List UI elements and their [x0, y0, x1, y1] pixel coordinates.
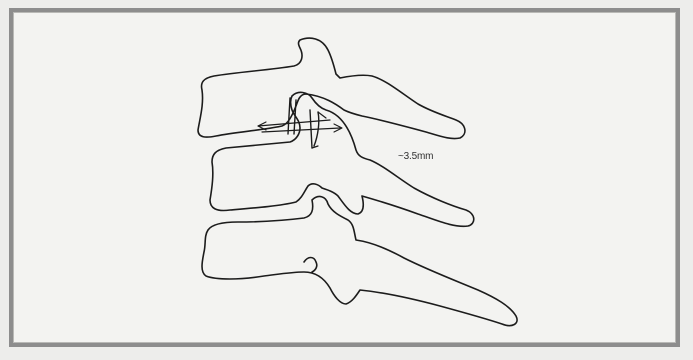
measure-line-right: [294, 100, 296, 134]
lower-vertebra: [202, 197, 517, 326]
endplate-notch: [304, 258, 317, 273]
measure-tick-bottom: [312, 146, 318, 148]
measurement-label: ~3.5mm: [398, 151, 433, 162]
upper-vertebra: [198, 38, 465, 138]
measure-arrow-lower: [262, 128, 340, 132]
measure-line-left: [288, 98, 290, 134]
